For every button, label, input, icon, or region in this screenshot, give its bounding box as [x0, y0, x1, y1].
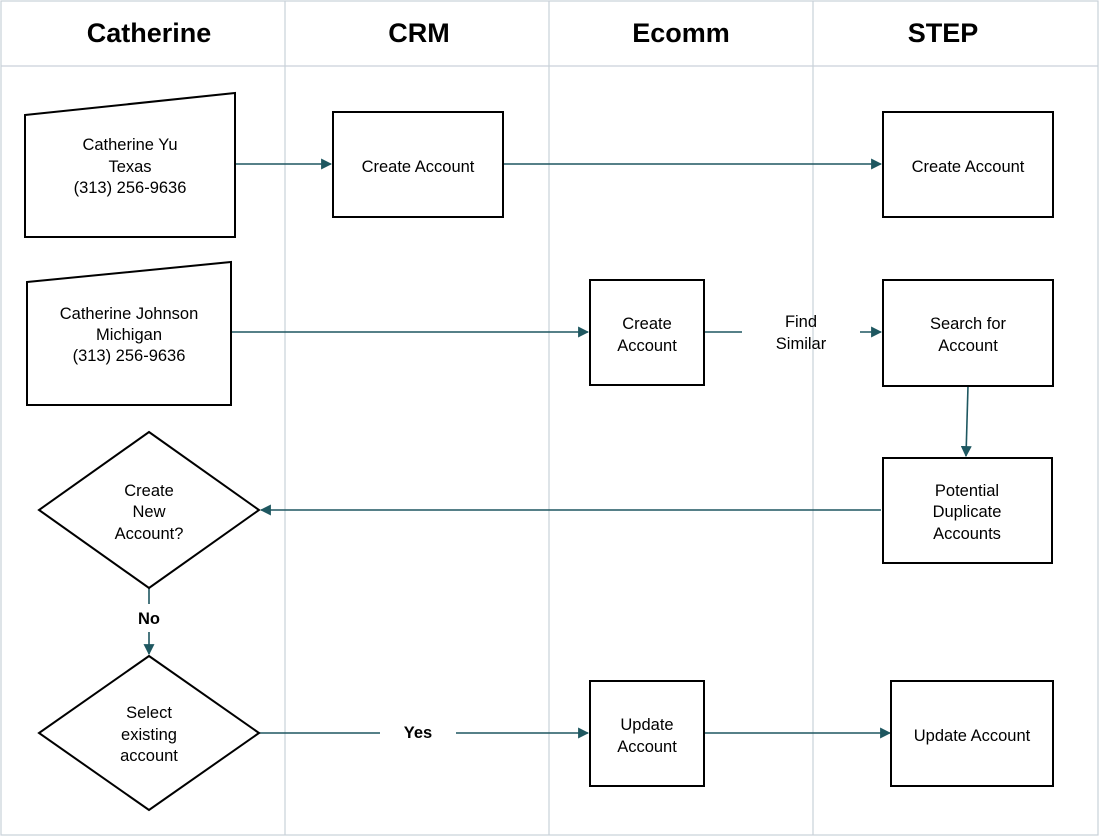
step-search-for-account-line-1: Search for [930, 315, 1007, 333]
decision-create-new-account-line-2: New [132, 503, 165, 521]
input-catherine-johnson-line-1: Catherine Johnson [60, 305, 199, 323]
lane-title-step: STEP [908, 18, 979, 48]
crm-create-account-label: Create Account [362, 158, 475, 176]
edge-label-yes: Yes [404, 724, 432, 742]
ecomm-create-account-line-1: Create [622, 315, 672, 333]
ecomm-update-account-line-2: Account [617, 738, 677, 756]
decision-create-new-account-line-1: Create [124, 482, 174, 500]
decision-select-existing-account-line-2: existing [121, 726, 177, 744]
edge-step-search-to-duplicates [960, 385, 972, 458]
ecomm-update-account: Update Account [589, 680, 705, 787]
step-potential-duplicate-accounts: Potential Duplicate Accounts [882, 457, 1053, 564]
edge-label-find-similar-line-1: Find [785, 313, 817, 331]
ecomm-update-account-line-1: Update [620, 716, 673, 734]
step-potential-duplicate-accounts-line-2: Duplicate [933, 503, 1002, 521]
step-potential-duplicate-accounts-line-1: Potential [935, 482, 999, 500]
decision-create-new-account-line-3: Account? [115, 525, 184, 543]
decision-select-existing-account: Select existing account [37, 654, 261, 812]
decision-select-existing-account-line-3: account [120, 747, 178, 765]
ecomm-create-account-line-2: Account [617, 337, 677, 355]
lane-title-catherine: Catherine [87, 18, 212, 48]
step-search-for-account-line-2: Account [938, 337, 998, 355]
lane-title-crm: CRM [388, 18, 450, 48]
ecomm-create-account: Create Account [589, 279, 705, 386]
decision-select-existing-account-line-1: Select [126, 704, 172, 722]
input-catherine-johnson-line-3: (313) 256-9636 [73, 347, 186, 365]
decision-create-new-account: Create New Account? [37, 430, 261, 590]
input-catherine-yu-line-3: (313) 256-9636 [74, 179, 187, 197]
input-catherine-yu-line-1: Catherine Yu [82, 136, 177, 154]
edge-label-no: No [138, 610, 160, 628]
step-update-account: Update Account [890, 680, 1054, 787]
input-catherine-johnson: Catherine Johnson Michigan (313) 256-963… [26, 260, 232, 406]
input-catherine-yu: Catherine Yu Texas (313) 256-9636 [24, 91, 236, 238]
input-catherine-yu-line-2: Texas [108, 158, 151, 176]
crm-create-account: Create Account [332, 111, 504, 218]
edge-label-find-similar-line-2: Similar [776, 335, 827, 353]
step-potential-duplicate-accounts-line-3: Accounts [933, 525, 1001, 543]
step-search-for-account: Search for Account [882, 279, 1054, 387]
lane-title-ecomm: Ecomm [632, 18, 730, 48]
step-update-account-label: Update Account [914, 727, 1031, 745]
step-create-account: Create Account [882, 111, 1054, 218]
step-create-account-label: Create Account [912, 158, 1025, 176]
input-catherine-johnson-line-2: Michigan [96, 326, 162, 344]
